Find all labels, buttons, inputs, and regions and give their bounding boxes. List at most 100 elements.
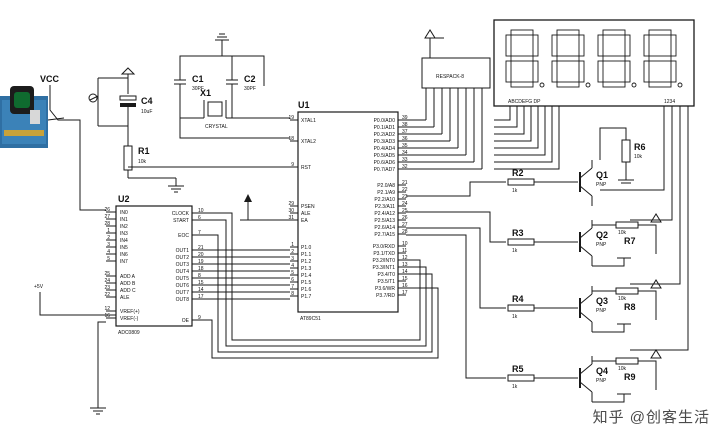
r7-resistor (615, 221, 639, 229)
u1-pin-number: 13 (402, 262, 408, 268)
respack-label: RESPACK-8 (436, 74, 464, 80)
q4-type: PNP (596, 378, 607, 384)
u1-pin-name: P3.5/T1 (377, 279, 395, 285)
u1-pin-name: P1.6 (301, 287, 312, 293)
segment (670, 60, 677, 83)
u2-pin-number: 19 (198, 259, 204, 265)
u1-pin-number: 16 (402, 283, 408, 289)
u1-pin-number: 33 (402, 157, 408, 163)
u2-pin-number: 10 (198, 208, 204, 214)
decimal-point (631, 82, 637, 88)
digit-1 (505, 29, 545, 88)
u1-pin-number: 18 (288, 136, 294, 142)
u1-pin-name: P0.4/AD4 (374, 146, 396, 152)
pullup-arrow-icon (424, 29, 436, 39)
u2-pin-name: OUT5 (176, 276, 190, 282)
u2-pin-name: START (173, 218, 189, 224)
r1-value: 10k (138, 159, 147, 165)
r9-resistor (615, 357, 639, 365)
u2-pin-name: VREF(+) (120, 309, 140, 315)
u1-pin-number: 23 (402, 194, 408, 200)
u1-pin-number: 5 (291, 270, 294, 276)
r6-value: 10k (634, 154, 643, 160)
u1-pin-name: ALE (301, 211, 311, 217)
u1-pin-number: 10 (402, 241, 408, 247)
u1-pin-name: P2.4/A12 (374, 211, 395, 217)
segment (648, 55, 672, 62)
u1-part: AT89C51 (300, 316, 321, 322)
u2-pin-name: VREF(-) (120, 316, 139, 322)
u1-pin-number: 36 (402, 136, 408, 142)
u1-pin-name: P3.7/RD (376, 293, 395, 299)
u2-pin-number: 2 (107, 235, 110, 241)
segment (648, 29, 672, 36)
u2-pin-name: ADD B (120, 281, 136, 287)
segment (556, 55, 580, 62)
u2-pin-name: IN2 (120, 224, 128, 230)
c2-label: C2 (244, 74, 256, 84)
q1-label: Q1 (596, 170, 608, 180)
r9-label: R9 (624, 372, 636, 382)
r3-label: R3 (512, 228, 524, 238)
u2-pin-name: OUT6 (176, 283, 190, 289)
u1-pin-number: 6 (291, 277, 294, 283)
segment (556, 81, 580, 88)
u1-pin-name: P0.5/AD5 (374, 153, 396, 159)
pullup-arrow-icon (650, 213, 662, 223)
u1-pin-number: 35 (402, 143, 408, 149)
v5-label: +5V (34, 284, 44, 290)
r7-label: R7 (624, 236, 636, 246)
segment (602, 55, 626, 62)
u1-pin-number: 3 (291, 256, 294, 262)
u2-pin-number: 14 (198, 287, 204, 293)
q2-label: Q2 (596, 230, 608, 240)
u1-pin-number: 15 (402, 276, 408, 282)
u1-pin-number: 25 (402, 208, 408, 214)
u1-pin-number: 7 (291, 284, 294, 290)
u1-pin-name: P3.0/RXD (373, 244, 396, 250)
r7-value: 10k (618, 230, 627, 236)
u1-pin-number: 22 (402, 187, 408, 193)
u1-pin-number: 26 (402, 215, 408, 221)
u2-pin-number: 6 (198, 215, 201, 221)
digit-drivers: R6 10k R21kQ1PNPR31kQ2PNP10kR7R41kQ3PNP1… (406, 106, 689, 403)
adc-to-p1-bus (204, 212, 439, 359)
u1-pin-number: 31 (288, 215, 294, 221)
r1-label: R1 (138, 146, 150, 156)
u2-pin-name: IN4 (120, 238, 128, 244)
push-button-icon (88, 93, 98, 103)
digit-4 (643, 29, 683, 88)
watermark-text: 知乎 @创客生活 (592, 409, 710, 426)
u2-pin-name: OUT7 (176, 290, 190, 296)
u2-pin-name: ALE (120, 295, 130, 301)
u2-pin-number: 9 (198, 315, 201, 321)
u2-pin-number: 22 (104, 292, 110, 298)
segment (643, 34, 650, 57)
vcc-label: VCC (40, 74, 60, 84)
u2-pin-name: IN5 (120, 245, 128, 251)
c1-label: C1 (192, 74, 204, 84)
r4-value: 1k (512, 314, 518, 320)
u1-pin-name: P2.3/A11 (375, 204, 395, 210)
r9-value: 10k (618, 366, 627, 372)
display-digit-labels: 1234 (664, 99, 675, 105)
u2-pin-number: 12 (104, 306, 110, 312)
p0-bus: RESPACK-8 (406, 29, 560, 170)
u1-pin-number: 2 (291, 249, 294, 255)
u2-pin-name: IN3 (120, 231, 128, 237)
u1-pin-number: 1 (291, 242, 294, 248)
c4-value: 10uF (141, 109, 152, 115)
q2-type: PNP (596, 242, 607, 248)
segment (624, 60, 631, 83)
segment (597, 60, 604, 83)
reset-circuit: C4 10uF R1 10k (88, 67, 290, 193)
x1-label: X1 (200, 88, 211, 98)
u1-pin-name: P0.6/AD6 (374, 160, 396, 166)
u2-pin-name: IN1 (120, 217, 128, 223)
u2-pin-number: 7 (198, 230, 201, 236)
u1-pin-name: P2.5/A13 (374, 218, 395, 224)
u2-pin-name: ADD C (120, 288, 136, 294)
u1-pin-name: P0.0/AD0 (374, 118, 396, 124)
